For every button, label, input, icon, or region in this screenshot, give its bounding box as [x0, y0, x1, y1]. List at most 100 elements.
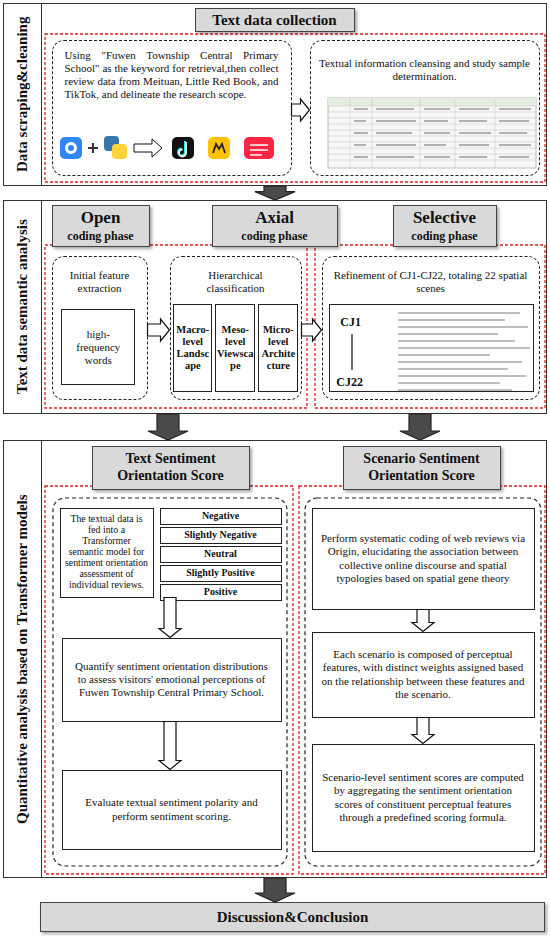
- stage-flow-arrow: [255, 186, 295, 200]
- section-panel: Data scraping&cleaning Text data collecti…: [3, 3, 547, 186]
- header-box: Text Sentiment Orientation Score: [92, 446, 250, 490]
- node-text: Using "Fuwen Township Central Primary Sc…: [65, 49, 279, 102]
- node-text: Quantify sentiment orientation distribut…: [71, 660, 273, 700]
- header-box: Scenario Sentiment Orientation Score: [343, 446, 501, 490]
- sentiment-level-box: Slightly Negative: [160, 527, 282, 544]
- dashed-group-frame: [53, 498, 287, 866]
- process-box: Micro-level Architecture: [258, 304, 298, 392]
- process-box: Evaluate textual sentiment polarity and …: [62, 770, 282, 850]
- tiktok-logo-mark: [179, 142, 186, 157]
- stage-flow-arrow: [400, 414, 440, 440]
- node-text: Macro-level Landscape: [174, 324, 211, 372]
- node-text: Refinement of CJ1-CJ22, totaling 22 spat…: [331, 269, 531, 295]
- sentiment-level-box: Neutral: [160, 546, 282, 563]
- section-panel: Quantitative analysis based on Transform…: [3, 440, 547, 878]
- hollow-arrow-symbol: [134, 139, 162, 157]
- dashed-group-box: Hierarchical classificationMacro-level L…: [170, 256, 302, 400]
- list-line: [398, 354, 490, 356]
- node-text: Selective: [413, 208, 476, 228]
- process-box: Perform systematic coding of web reviews…: [312, 508, 535, 610]
- python-logo: [112, 144, 127, 159]
- process-box: Quantify sentiment orientation distribut…: [62, 638, 282, 722]
- list-line: [398, 382, 500, 384]
- table-header-row: [328, 98, 536, 106]
- header-box: Axialcoding phase: [212, 205, 338, 247]
- node-text: Text data collection: [212, 11, 336, 29]
- node-text: Positive: [204, 586, 237, 598]
- data-table-image: [328, 98, 536, 168]
- process-box: The textual data is fed into a Transform…: [60, 508, 154, 598]
- stage-flow-arrow: [255, 878, 295, 902]
- dashed-group-frame: [305, 498, 541, 866]
- step-arrow: [148, 319, 170, 341]
- tiktok-logo: [172, 137, 194, 159]
- node-text: Axial: [255, 208, 294, 228]
- node-text: Perform systematic coding of web reviews…: [321, 532, 526, 585]
- step-arrow: [302, 319, 322, 341]
- list-line: [398, 319, 505, 321]
- section-label: Data scraping&cleaning: [4, 4, 42, 185]
- red-dotted-frame: [45, 486, 293, 874]
- node-text: Each scenario is composed of perceptual …: [321, 648, 526, 701]
- list-line: [398, 389, 512, 391]
- dashed-group-box: Initial feature extraction high-frequency…: [52, 256, 148, 400]
- sentiment-level-box: Slightly Positive: [160, 565, 282, 582]
- app-icon-mark: [68, 145, 74, 151]
- dashed-group-box: Refinement of CJ1-CJ22, totaling 22 spat…: [322, 256, 540, 400]
- red-dotted-frame: [299, 486, 545, 874]
- node-text: high-frequency words: [67, 328, 129, 368]
- node-text: Open: [81, 208, 121, 228]
- node-text: Discussion&Conclusion: [217, 908, 369, 926]
- range-line: [351, 334, 352, 370]
- plus-symbol: [88, 143, 98, 153]
- node-text: Slightly Negative: [184, 529, 257, 541]
- sentiment-level-box: Negative: [160, 508, 282, 525]
- platform-icons: [60, 136, 274, 159]
- dashed-group-box: Using "Fuwen Township Central Primary Sc…: [52, 40, 292, 176]
- process-box: Macro-level Landscape: [173, 304, 212, 392]
- node-text: Evaluate textual sentiment polarity and …: [71, 796, 273, 822]
- node-text: Scenario Sentiment Orientation Score: [348, 451, 496, 483]
- node-text: CJ1: [340, 315, 361, 329]
- red-dotted-frame: [45, 245, 307, 408]
- list-line: [398, 326, 528, 328]
- node-text: Negative: [202, 510, 239, 522]
- list-line: [398, 368, 508, 370]
- node-text: Slightly Positive: [186, 567, 255, 579]
- red-dotted-frame: [45, 34, 545, 182]
- sentiment-level-box: Positive: [160, 584, 282, 601]
- section-label: Text data semantic analysis: [4, 201, 42, 413]
- section-label: Quantitative analysis based on Transform…: [4, 441, 42, 877]
- list-line: [398, 375, 526, 377]
- node-text: Meso-level Viewscape: [216, 324, 254, 372]
- app-icon-mark: [65, 142, 77, 154]
- node-text: Text Sentiment Orientation Score: [97, 451, 245, 483]
- list-line: [398, 333, 498, 335]
- stage-flow-arrow: [148, 414, 188, 440]
- list-line: [398, 361, 522, 363]
- section-panel: Text data semantic analysis Open coding ph…: [3, 200, 547, 414]
- process-box: high-frequency words: [61, 309, 135, 385]
- node-text: Scenario-level sentiment scores are comp…: [321, 771, 526, 824]
- node-text: coding phase: [411, 229, 477, 243]
- table-cell-marks: [354, 109, 531, 157]
- node-text: Initial feature extraction: [61, 269, 139, 295]
- table-frame: [328, 98, 536, 168]
- dashed-group-box: Textual information cleansing and study …: [310, 40, 540, 176]
- header-box: Text data collection: [195, 8, 355, 32]
- meituan-logo: [208, 137, 230, 159]
- node-text: Hierarchical classification: [179, 269, 293, 295]
- list-line: [398, 340, 515, 342]
- node-text: CJ22: [336, 375, 363, 389]
- xiaohongshu-logo-mark: [250, 145, 268, 155]
- step-arrow: [412, 718, 434, 744]
- node-text: coding phase: [241, 229, 307, 243]
- node-text: The textual data is fed into a Transform…: [65, 514, 149, 591]
- header-box: Selectivecoding phase: [393, 205, 497, 247]
- tiktok-logo-mark: [178, 141, 185, 156]
- app-icon: [60, 137, 82, 159]
- step-arrow: [412, 610, 434, 632]
- header-box: Discussion&Conclusion: [40, 902, 545, 932]
- process-box: Each scenario is composed of perceptual …: [312, 632, 535, 718]
